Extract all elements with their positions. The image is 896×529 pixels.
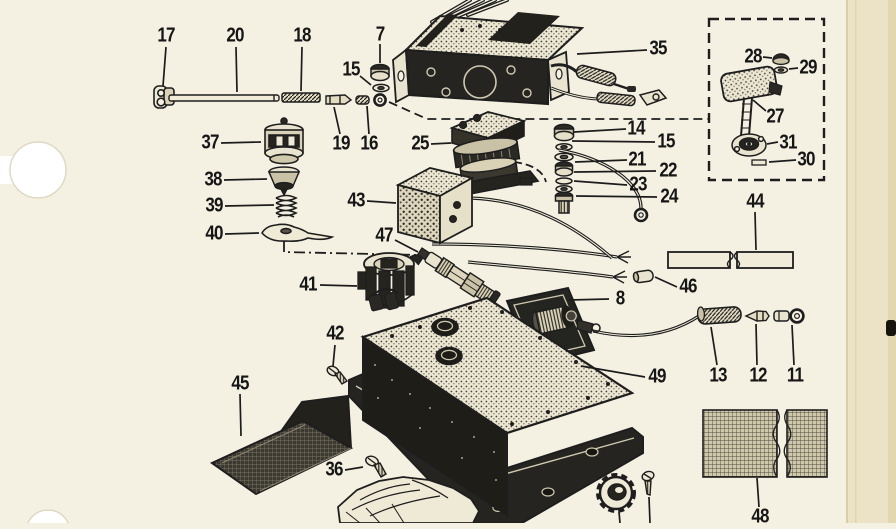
part-18-sleeve [281, 92, 321, 103]
part-23-lock-washer [555, 185, 573, 193]
wire-frayed-lower [467, 260, 627, 284]
part-20-rod [168, 94, 280, 102]
part-15-washer-left [372, 83, 390, 93]
part-14-nut [553, 123, 575, 142]
part-43-rectifier-box [395, 148, 649, 284]
leader-lines [162, 44, 799, 523]
wire-to-ring-terminal [558, 148, 649, 223]
part-31-cam-disc [731, 133, 767, 157]
part-38-valve-cup [267, 166, 301, 197]
part-28-cap-nut [772, 53, 790, 66]
part-13-knurled-sleeve [696, 306, 742, 325]
wire-ring-washer [554, 152, 574, 162]
part-24-screw [554, 191, 574, 214]
page-edge [846, 0, 896, 523]
part-39-spring [275, 194, 298, 218]
lead-wire-lower [550, 86, 668, 107]
part-46-wire-sleeve [632, 269, 654, 284]
wire-clip [368, 288, 399, 312]
part-37-pump-cap [264, 117, 304, 165]
inset-assembly-box [707, 17, 826, 182]
part-16-terminal [355, 93, 387, 107]
part-22-washer [555, 177, 573, 185]
part-21-nut [554, 161, 574, 177]
binder-punch-holes [0, 141, 69, 523]
part-29-washer [773, 66, 789, 74]
part-7-nut [370, 63, 390, 82]
part-19-pin [325, 94, 353, 105]
part-49-battery-box [348, 288, 644, 523]
part-42-screw [326, 365, 349, 385]
wire-from-box [469, 196, 614, 260]
hardware-stack [553, 123, 575, 214]
part-36-screw [365, 455, 387, 478]
part-47-condenser [416, 247, 501, 308]
wire-frayed-upper [431, 242, 631, 264]
part-48-mesh-pad [702, 409, 828, 478]
lead-wire-upper [550, 63, 636, 92]
bottom-screw [641, 470, 655, 496]
part-40-gasket-plate [261, 223, 335, 242]
part-30-key [751, 159, 767, 166]
part-12-pin [744, 310, 770, 322]
scan-blemish [886, 320, 896, 336]
part-11-ring-terminal [773, 308, 805, 324]
grommet [596, 473, 636, 513]
part-44-insulating-tube [667, 251, 794, 269]
wire-to-sleeve-13 [592, 314, 700, 338]
assembly-dash-lines [283, 101, 708, 256]
part-35-magneto [392, 0, 668, 107]
part-45-angle-bracket [210, 394, 354, 496]
part-27-breaker-arm [720, 65, 783, 137]
insulation-pad [337, 476, 481, 523]
